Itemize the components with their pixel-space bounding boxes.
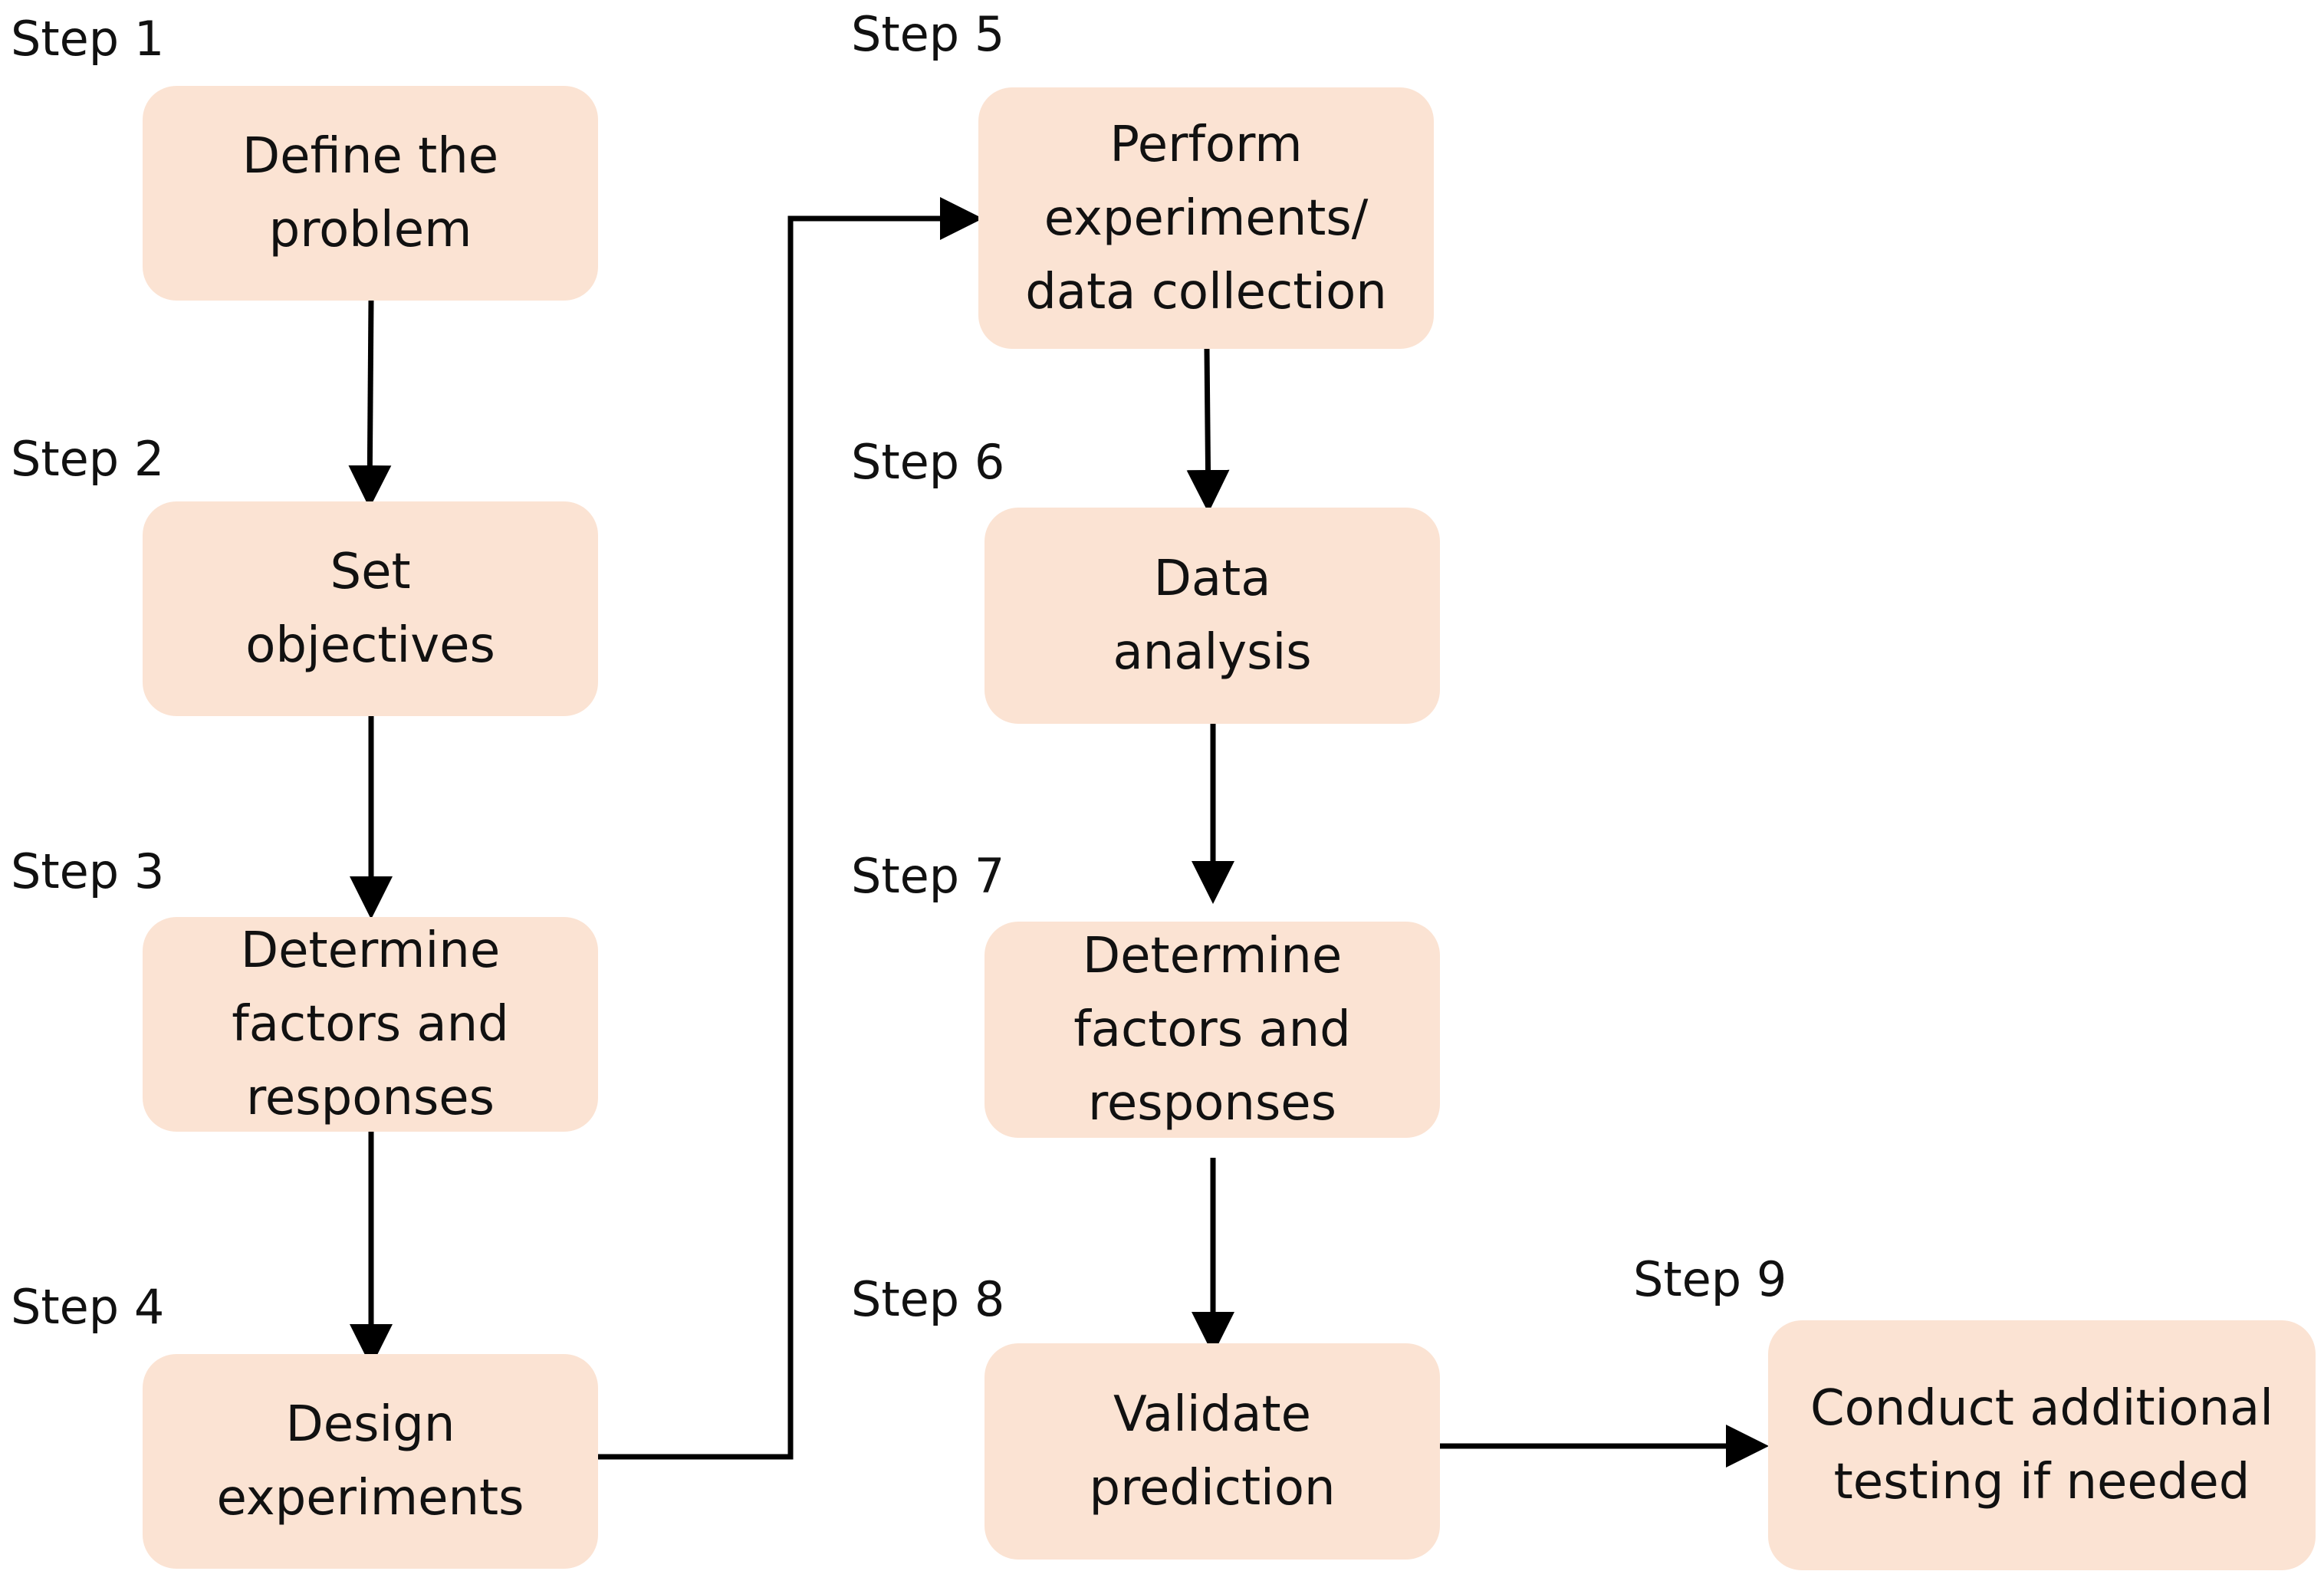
step-3-text-line: responses [245, 1070, 495, 1126]
step-2-text-line: objectives [245, 617, 495, 674]
arrow-step1-to-step2 [348, 300, 392, 508]
step-6-label: Step 6 [851, 434, 1005, 490]
step-3-box: Determine factors and responses [143, 917, 598, 1132]
step-3-label: Step 3 [11, 843, 165, 899]
step-8-text-line: prediction [1089, 1460, 1336, 1517]
step-5-box: Perform experiments/ data collection [978, 87, 1434, 349]
step-1-box: Define the problem [143, 86, 598, 301]
step-5-text-line: experiments/ [1044, 189, 1369, 247]
step-8-box: Validate prediction [984, 1343, 1440, 1560]
step-3-text-line: factors and [232, 996, 509, 1053]
step-6-box: Data analysis [984, 508, 1440, 724]
arrow-step5-to-step6 [1186, 348, 1230, 513]
step-7-text-line: Determine [1082, 928, 1343, 984]
step-5-text-line: Perform [1109, 116, 1303, 173]
step-4-box: Design experiments [143, 1354, 598, 1569]
step-5-label: Step 5 [851, 6, 1005, 62]
step-4-text-line: experiments [216, 1470, 524, 1527]
step-9-text-line: testing if needed [1833, 1454, 2250, 1510]
step-9-label: Step 9 [1633, 1251, 1787, 1307]
step-6-text-line: analysis [1113, 624, 1312, 681]
step-3-text-line: Determine [240, 922, 501, 979]
step-2-box: Set objectives [143, 501, 598, 716]
step-7-box: Determine factors and responses [984, 922, 1440, 1138]
step-8-label: Step 8 [851, 1271, 1005, 1327]
step-7-label: Step 7 [851, 848, 1005, 904]
step-1-text-line: Define the [242, 128, 499, 185]
step-9-box: Conduct additional testing if needed [1768, 1320, 2316, 1570]
step-4-text-line: Design [285, 1396, 455, 1453]
step-4-label: Step 4 [11, 1279, 165, 1335]
step-9-text-line: Conduct additional [1810, 1380, 2274, 1437]
step-2-text-line: Set [330, 544, 411, 600]
step-5-text-line: data collection [1025, 263, 1387, 320]
step-8-text-line: Validate [1113, 1386, 1311, 1443]
step-7-text-line: factors and [1073, 1001, 1351, 1058]
arrow-step4-to-step5 [598, 197, 983, 1460]
step-2-label: Step 2 [11, 431, 165, 487]
step-6-text-line: Data [1153, 551, 1271, 607]
step-1-label: Step 1 [11, 11, 165, 67]
step-1-text-line: problem [268, 202, 472, 258]
step-7-text-line: responses [1087, 1075, 1337, 1132]
